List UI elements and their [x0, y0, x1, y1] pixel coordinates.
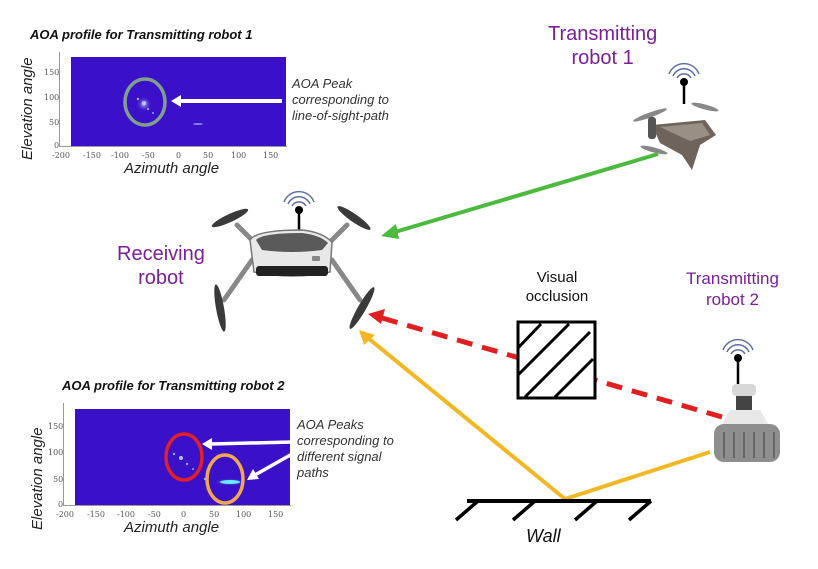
plot-2-xtick: 0	[181, 510, 187, 519]
receiving-antenna-icon	[283, 190, 315, 232]
peak-core	[220, 480, 240, 484]
plot-1-xtick: 50	[203, 151, 214, 160]
plot-1-annotation-arrow	[171, 95, 282, 107]
annotation-line: corresponding to	[292, 92, 389, 107]
peak-speckle	[172, 452, 176, 456]
plot-2-annotation-arrows	[202, 438, 293, 480]
plot-2-xtick: -50	[148, 510, 161, 519]
plot-2-peak-ring-red	[164, 432, 204, 482]
los-path-arrow	[381, 152, 659, 239]
arrowhead	[247, 469, 259, 480]
plot-1-xtick: -100	[111, 151, 129, 160]
tx1-antenna-icon	[668, 62, 700, 104]
annotation-line: AOA Peak	[292, 76, 353, 91]
plot-2-ytick: 150	[48, 422, 64, 431]
wall	[454, 499, 653, 522]
tracked-robot-icon	[714, 384, 780, 462]
plot-1-xlabel: Azimuth angle	[124, 160, 220, 177]
weak-speckle	[193, 123, 203, 125]
plot-2-y-axis	[63, 403, 64, 506]
plot-2-ytick: 100	[48, 448, 64, 457]
reflected-path-arrow	[359, 330, 711, 501]
peak-speckle	[179, 456, 183, 460]
quadcopter-icon	[633, 102, 719, 170]
occlusion-block	[516, 320, 597, 400]
plot-1-ytick: 0	[54, 141, 60, 150]
plot-2-xtick: 150	[268, 510, 284, 519]
plot-2-speckle-1	[172, 452, 194, 470]
label-line: Receiving	[117, 243, 205, 265]
occlusion-label: Visual occlusion	[517, 268, 597, 306]
plot-1-speckle	[136, 96, 203, 125]
wall-label: Wall	[526, 526, 561, 546]
plot-2-xtick: -200	[56, 510, 74, 519]
plot-2-ytick: 0	[58, 500, 64, 509]
plot-1-xtick: 100	[231, 151, 247, 160]
plot-1-xtick: 0	[176, 151, 182, 160]
plot-1-xtick: -200	[52, 151, 70, 160]
label-line: occlusion	[525, 288, 589, 305]
label-line: robot 2	[705, 290, 759, 309]
label-line: Transmitting	[548, 23, 658, 45]
transmitting-robot-1-label: Transmitting robot 1	[548, 22, 657, 70]
plot-2-ytick: 50	[53, 475, 64, 484]
peak-speckle	[152, 112, 154, 114]
plot-2-xtick: 50	[209, 510, 220, 519]
plot-1-y-axis	[59, 52, 60, 147]
plot-2-heatmap-svg	[164, 432, 248, 505]
plot-1-annotation: AOA Peak corresponding to line-of-sight-…	[292, 76, 389, 124]
peak-speckle	[192, 468, 194, 470]
plot-2-peak-ring-orange	[205, 453, 245, 505]
quadcopter-icon	[211, 206, 375, 332]
arrowhead	[202, 438, 212, 450]
annotation-line: paths	[297, 465, 329, 480]
label-line: robot	[138, 267, 184, 289]
plot-2-heatmap	[75, 409, 290, 505]
plot-1-title: AOA profile for Transmitting robot 1	[30, 27, 253, 42]
label-line: Transmitting	[686, 269, 779, 288]
plot-1-xtick: -50	[142, 151, 155, 160]
label-line: Visual	[536, 269, 578, 286]
plot-1-ytick: 50	[49, 118, 60, 127]
tx2-antenna-icon	[722, 338, 754, 384]
plot-2-xtick: -150	[87, 510, 105, 519]
plot-1-x-axis	[59, 146, 287, 147]
plot-1-los-peak-ring	[123, 77, 167, 127]
label-line: robot 1	[571, 47, 634, 69]
annotation-line: corresponding to	[297, 433, 394, 448]
occluded-path-arrow	[368, 309, 723, 420]
plot-2-x-axis	[63, 505, 291, 506]
plot-1-ytick: 150	[44, 68, 60, 77]
plot-1-ytick: 100	[44, 93, 60, 102]
plot-2-title: AOA profile for Transmitting robot 2	[62, 378, 285, 393]
annotation-line: AOA Peaks	[297, 417, 364, 432]
transmitting-robot-2-label: Transmitting robot 2	[686, 268, 779, 310]
plot-1-xtick: -150	[83, 151, 101, 160]
plot-2-annotation: AOA Peaks corresponding to different sig…	[297, 417, 394, 481]
peak-speckle	[185, 462, 189, 466]
plot-2-xtick: 100	[236, 510, 252, 519]
annotation-line: different signal	[297, 449, 382, 464]
plot-1-heatmap-svg	[123, 77, 203, 127]
arrow-to-red-peak	[210, 440, 293, 446]
annotation-line: line-of-sight-path	[292, 108, 389, 123]
plot-2-xtick: -100	[117, 510, 135, 519]
receiving-robot-label: Receiving robot	[117, 242, 205, 290]
plot-2-xlabel: Azimuth angle	[124, 519, 220, 536]
arrow-to-orange-peak	[254, 452, 293, 477]
plot-1-xtick: 150	[263, 151, 279, 160]
peak-glow	[136, 96, 152, 112]
